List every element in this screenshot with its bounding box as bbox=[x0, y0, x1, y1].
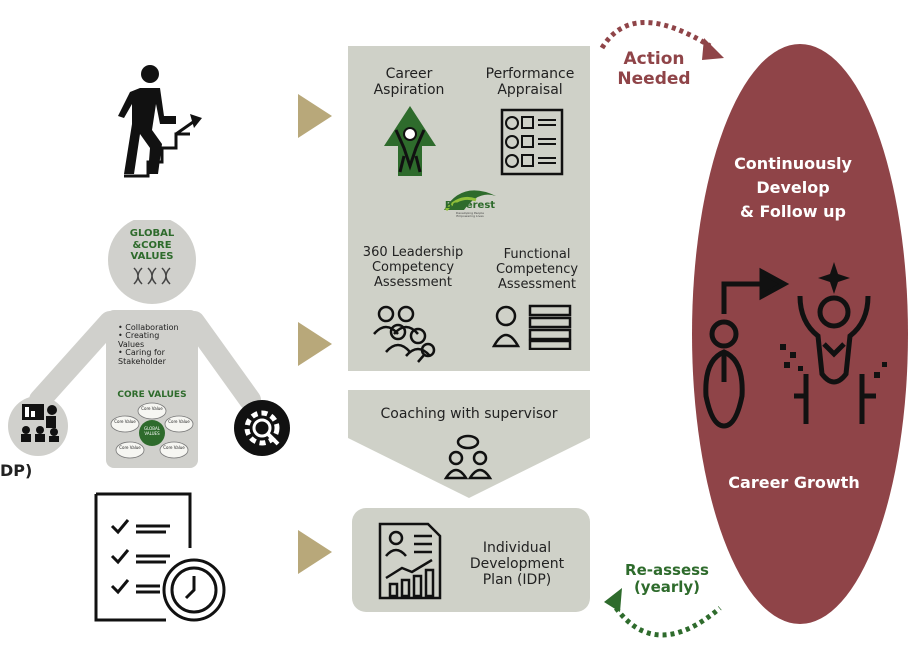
performance-appraisal-label: Performance Appraisal bbox=[485, 66, 575, 99]
checklist-faces-icon bbox=[500, 108, 564, 176]
core-petal-label: Core Value bbox=[141, 406, 163, 411]
group-assessment-icon bbox=[373, 305, 436, 363]
functional-assessment-label: Functional Competency Assessment bbox=[495, 247, 579, 292]
career-growth-figure-icon bbox=[703, 262, 887, 429]
idp-label: Individual Development Plan (IDP) bbox=[469, 540, 565, 589]
core-values-diagram bbox=[110, 402, 194, 459]
value-bullet: • Collaboration bbox=[118, 323, 179, 332]
dna-icon bbox=[132, 266, 172, 286]
coaching-label: Coaching with supervisor bbox=[380, 406, 558, 422]
left-cut-label: DP) bbox=[0, 461, 33, 480]
coaching-icon bbox=[443, 434, 493, 480]
arrow-chevron-2 bbox=[298, 322, 332, 366]
action-needed-arrow bbox=[599, 20, 724, 60]
checklist-clock-icon bbox=[94, 492, 226, 622]
core-petal-label: Core Value bbox=[119, 445, 141, 450]
values-title: GLOBAL &CORE VALUES bbox=[129, 228, 175, 262]
career-aspiration-icon bbox=[384, 106, 436, 176]
core-petal-label: Core Value bbox=[163, 445, 185, 450]
gear-settings-icon bbox=[234, 400, 290, 456]
climbing-stairs-icon bbox=[118, 65, 202, 178]
idp-document-icon bbox=[378, 522, 442, 600]
beverest-logo-text: Beverest bbox=[444, 200, 496, 211]
person-chart-icon bbox=[492, 304, 572, 350]
beverest-logo: Beverest Developing People Empowering Li… bbox=[442, 180, 498, 222]
values-bullets: • Collaboration • Creating Values • Cari… bbox=[118, 323, 202, 366]
beverest-logo-sub: Developing People Empowering Lives bbox=[456, 211, 484, 219]
presentation-icon bbox=[21, 404, 59, 442]
oval-bottom-label: Career Growth bbox=[728, 473, 860, 492]
reassess-arrow bbox=[604, 588, 722, 638]
reassess-label: Re-assess (yearly) bbox=[625, 561, 709, 597]
coaching-panel bbox=[348, 390, 590, 502]
arrow-chevron-1 bbox=[298, 94, 332, 138]
value-bullet: • Caring for Stakeholder bbox=[118, 348, 166, 366]
career-growth-oval bbox=[692, 44, 908, 624]
value-bullet: • Creating Values bbox=[118, 331, 160, 349]
core-petal-label: Core Value bbox=[168, 419, 190, 424]
core-petal-label: Core Value bbox=[114, 419, 136, 424]
oval-top-label: Continuously Develop & Follow up bbox=[734, 154, 852, 221]
core-center-label: GLOBAL VALUES bbox=[143, 426, 161, 436]
action-needed-label: Action Needed bbox=[617, 49, 691, 89]
idp-panel bbox=[352, 508, 590, 612]
core-values-title: CORE VALUES bbox=[117, 390, 187, 400]
arrow-chevron-3 bbox=[298, 530, 332, 574]
leadership-assessment-label: 360 Leadership Competency Assessment bbox=[362, 245, 464, 290]
career-aspiration-label: Career Aspiration bbox=[373, 66, 445, 99]
